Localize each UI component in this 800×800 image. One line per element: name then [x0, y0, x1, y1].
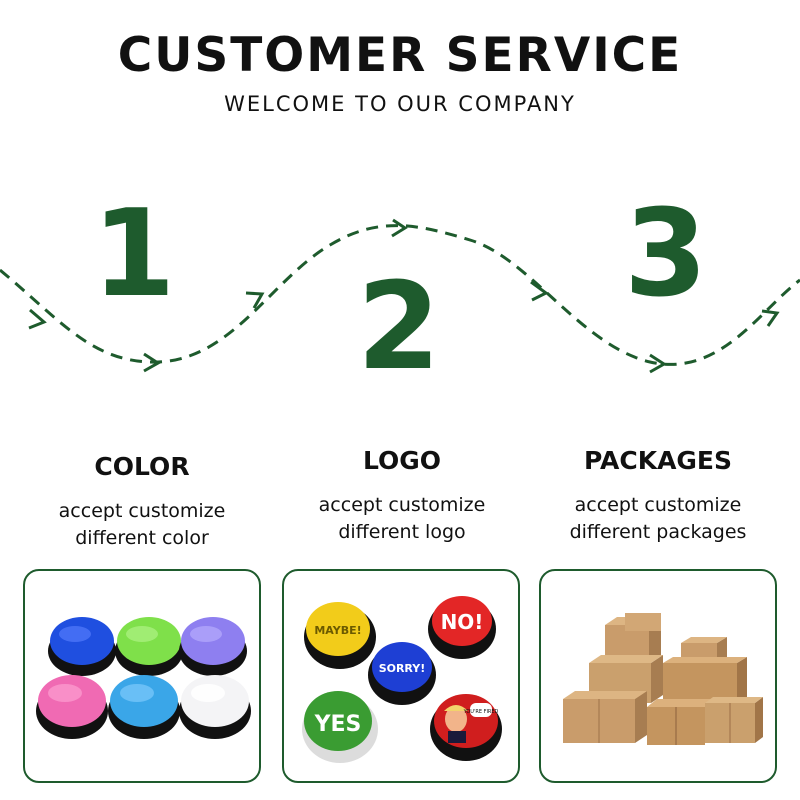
- step-title-logo: LOGO: [362, 446, 442, 475]
- white-button-icon: [179, 675, 251, 739]
- maybe-label: MAYBE!: [314, 624, 361, 637]
- step-desc-packages: accept customize different packages: [528, 492, 788, 546]
- blue-button-icon: [48, 617, 116, 676]
- step-title-packages: PACKAGES: [583, 446, 733, 475]
- sorry-label: SORRY!: [379, 662, 426, 675]
- color-buttons-image: [36, 617, 251, 739]
- step-number-2: 2: [357, 258, 441, 397]
- desc-line: different logo: [338, 521, 466, 543]
- yes-label: YES: [314, 712, 362, 737]
- green-button-icon: [115, 617, 183, 676]
- desc-line: accept customize: [58, 500, 226, 522]
- step-number-1: 1: [92, 185, 176, 324]
- pink-button-icon: [36, 675, 108, 739]
- step-title-color: COLOR: [94, 452, 190, 481]
- yes-button-icon: YES: [302, 691, 378, 763]
- desc-line: accept customize: [574, 494, 742, 516]
- cardboard-boxes-icon: [563, 613, 763, 745]
- step-number-3: 3: [624, 185, 708, 324]
- purple-button-icon: [179, 617, 247, 676]
- color-buttons-card: [23, 569, 261, 783]
- desc-line: different color: [75, 527, 209, 549]
- portrait-button-icon: YOU'RE FIRED: [430, 694, 502, 761]
- logo-buttons-image: MAYBE! NO! SORRY! YES YOU'RE FIRED: [302, 596, 502, 763]
- logo-buttons-card: MAYBE! NO! SORRY! YES YOU'RE FIRED: [282, 569, 520, 783]
- step-desc-color: accept customize different color: [12, 498, 272, 552]
- packages-card: [539, 569, 777, 783]
- page-subtitle: WELCOME TO OUR COMPANY: [224, 92, 576, 116]
- desc-line: accept customize: [318, 494, 486, 516]
- bubble-label: YOU'RE FIRED: [463, 709, 499, 715]
- sorry-button-icon: SORRY!: [368, 642, 436, 705]
- no-label: NO!: [441, 610, 484, 634]
- light-blue-button-icon: [108, 675, 180, 739]
- page-title: CUSTOMER SERVICE: [117, 28, 683, 83]
- step-desc-logo: accept customize different logo: [272, 492, 532, 546]
- maybe-button-icon: MAYBE!: [304, 602, 376, 669]
- no-button-icon: NO!: [428, 596, 496, 659]
- dashed-arrow-path-icon: [0, 218, 800, 374]
- desc-line: different packages: [569, 521, 747, 543]
